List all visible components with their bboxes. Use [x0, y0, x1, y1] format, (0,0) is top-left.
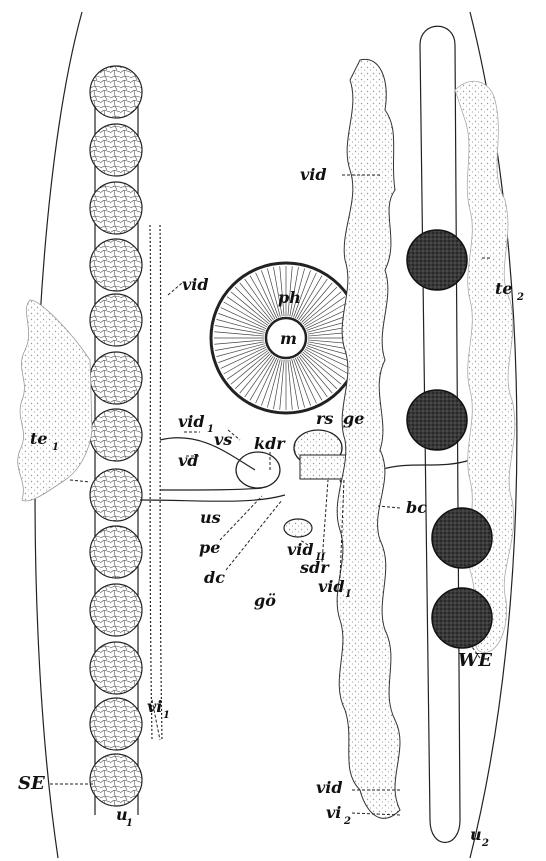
label-u2: u: [470, 825, 482, 844]
label-us: us: [200, 508, 221, 527]
label-WE: WE: [458, 650, 492, 671]
label-vid1: vid: [178, 412, 205, 431]
label-vid-bottom: vid: [316, 778, 343, 797]
left-testis: [18, 300, 92, 501]
label-vid-right-top: vid: [300, 165, 327, 184]
label-vid-top: vid: [182, 275, 209, 294]
label-SE: SE: [18, 773, 45, 794]
label-go: gö: [254, 591, 276, 610]
label-te1: te: [30, 429, 48, 448]
label-bc: bc: [406, 498, 427, 517]
label-pe: pe: [199, 538, 220, 557]
label-vs: vs: [214, 430, 232, 449]
left-ovary-chain: [90, 66, 142, 815]
label-ph: ph: [278, 288, 301, 307]
label-ge: ge: [343, 409, 364, 428]
label-vi1-sub: 1: [163, 710, 170, 721]
label-te1-sub: 1: [52, 442, 59, 453]
label-kdr: kdr: [254, 434, 286, 453]
label-vi2: vi: [326, 803, 341, 822]
label-te2: te: [495, 279, 513, 298]
label-dc: dc: [204, 568, 225, 587]
label-vid-i2-sub: I: [345, 589, 351, 600]
label-te2-sub: 2: [516, 292, 524, 303]
label-rs: rs: [316, 409, 333, 428]
label-vi2-sub: 2: [343, 816, 351, 827]
left-vitellarium: [150, 225, 162, 740]
label-vid-i2: vid: [318, 577, 345, 596]
label-vid1-sub: 1: [207, 424, 214, 435]
right-vitellarium: [337, 59, 400, 818]
label-sdr: sdr: [299, 558, 330, 577]
label-vi1: vi: [147, 697, 162, 716]
label-m: m: [280, 329, 297, 348]
label-vd: vd: [178, 451, 198, 470]
label-vid-ii: vid: [287, 540, 314, 559]
label-u1-sub: 1: [126, 818, 133, 829]
label-u2-sub: 2: [481, 838, 489, 849]
copulatory-apparatus: [140, 430, 470, 537]
